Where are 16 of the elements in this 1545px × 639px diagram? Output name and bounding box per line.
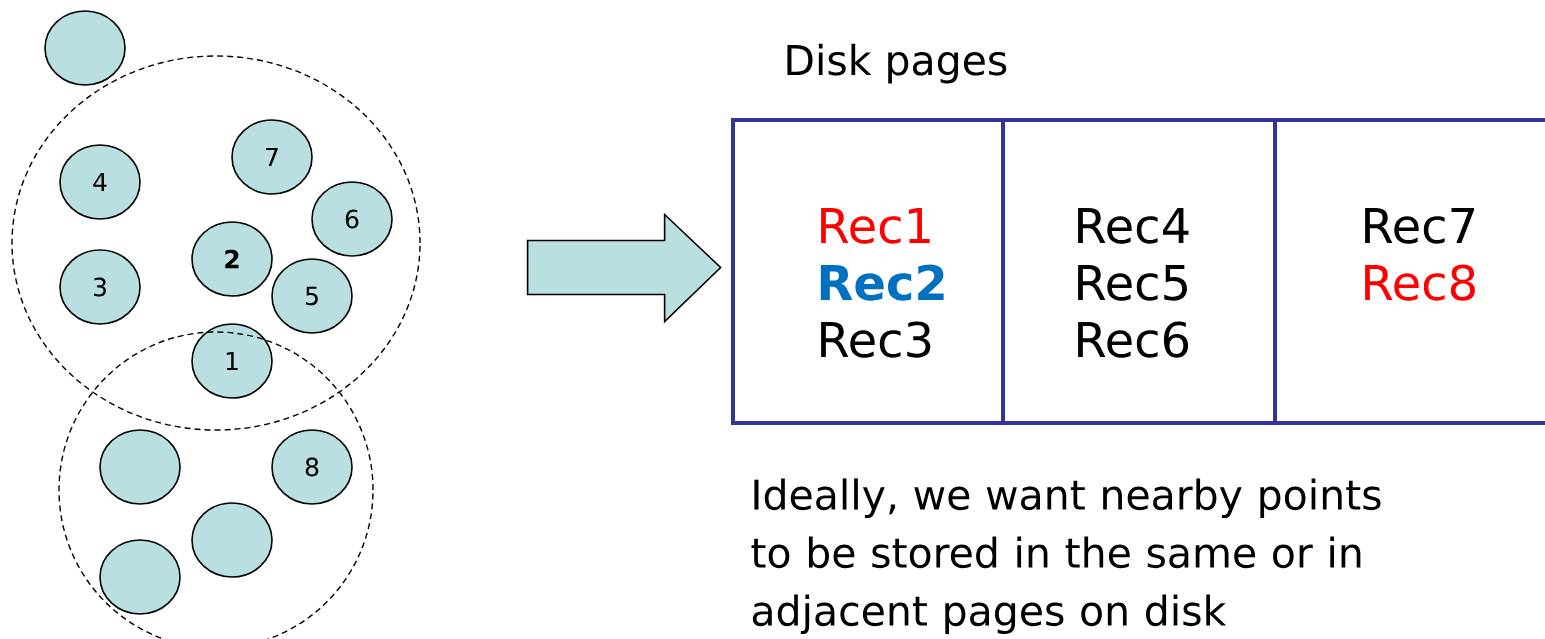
empty-ellipse	[99, 429, 181, 505]
empty-ellipse	[191, 502, 273, 578]
record-text: Rec3	[821, 321, 931, 358]
record-text: Rec5	[1078, 265, 1187, 301]
record-text: Rec2	[820, 264, 944, 301]
dashed-circle	[11, 55, 421, 431]
record-text: Rec8	[1365, 264, 1475, 301]
heading: Disk pages	[787, 43, 1007, 84]
note-text: Ideally, we want nearby points to be stored in the same or in adjacent pages on disk	[751, 478, 1381, 635]
block-arrow	[526, 212, 722, 324]
record-text: Rec4	[1078, 208, 1189, 244]
empty-ellipse	[99, 539, 181, 615]
empty-ellipse	[44, 10, 126, 86]
record-text: Rec1	[821, 208, 930, 244]
record-text: Rec7	[1365, 208, 1474, 244]
record-text: Rec6	[1078, 321, 1189, 358]
